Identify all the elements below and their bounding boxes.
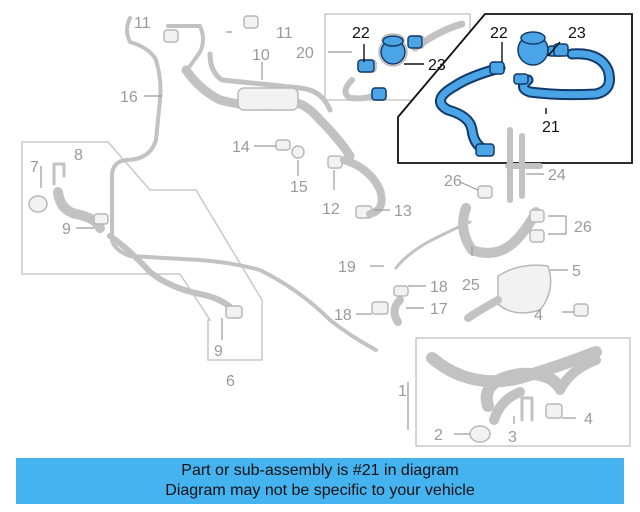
callout-6: 6 xyxy=(226,373,235,390)
callout-23: 23 xyxy=(428,57,446,74)
highlighted-valve-20 xyxy=(357,35,423,101)
callout-16: 16 xyxy=(120,89,138,106)
group-box-1 xyxy=(415,337,631,447)
callout-23: 23 xyxy=(568,25,586,42)
callout-26: 26 xyxy=(574,219,592,236)
callout-13: 13 xyxy=(394,203,412,220)
callout-8: 8 xyxy=(74,147,83,164)
callout-5: 5 xyxy=(572,263,581,280)
callout-22: 22 xyxy=(352,25,370,42)
callout-15: 15 xyxy=(290,179,308,196)
callout-19: 19 xyxy=(338,259,356,276)
callout-10: 10 xyxy=(252,47,270,64)
callout-14: 14 xyxy=(232,139,250,156)
callout-18: 18 xyxy=(430,279,448,296)
callout-22: 22 xyxy=(490,25,508,42)
callout-2: 2 xyxy=(434,427,443,444)
callout-1: 1 xyxy=(398,383,407,400)
leader-lines xyxy=(40,31,576,435)
callout-7: 7 xyxy=(30,159,39,176)
group-box-6 xyxy=(21,141,263,361)
callout-24: 24 xyxy=(548,167,566,184)
callout-18: 18 xyxy=(334,307,352,324)
callout-25: 25 xyxy=(462,277,480,294)
banner-line-1: Part or sub-assembly is #21 in diagram xyxy=(181,462,459,479)
callout-12: 12 xyxy=(322,201,340,218)
callout-20: 20 xyxy=(296,45,314,62)
callout-labels: 11 11 10 20 16 14 15 12 13 7 8 9 9 6 26 … xyxy=(30,15,593,446)
info-banner: Part or sub-assembly is #21 in diagram D… xyxy=(16,458,624,504)
callout-9: 9 xyxy=(62,221,71,238)
callout-4: 4 xyxy=(584,411,593,428)
highlighted-part-21 xyxy=(435,31,615,157)
banner-line-2: Diagram may not be specific to your vehi… xyxy=(165,482,475,499)
callout-11: 11 xyxy=(134,15,151,32)
callout-11: 11 xyxy=(276,25,293,42)
callout-26: 26 xyxy=(444,173,462,190)
callout-9: 9 xyxy=(214,343,223,360)
callout-21: 21 xyxy=(542,119,560,136)
callout-3: 3 xyxy=(508,429,517,446)
callout-4: 4 xyxy=(534,307,543,324)
grey-parts xyxy=(110,15,589,352)
callout-17: 17 xyxy=(430,301,448,318)
